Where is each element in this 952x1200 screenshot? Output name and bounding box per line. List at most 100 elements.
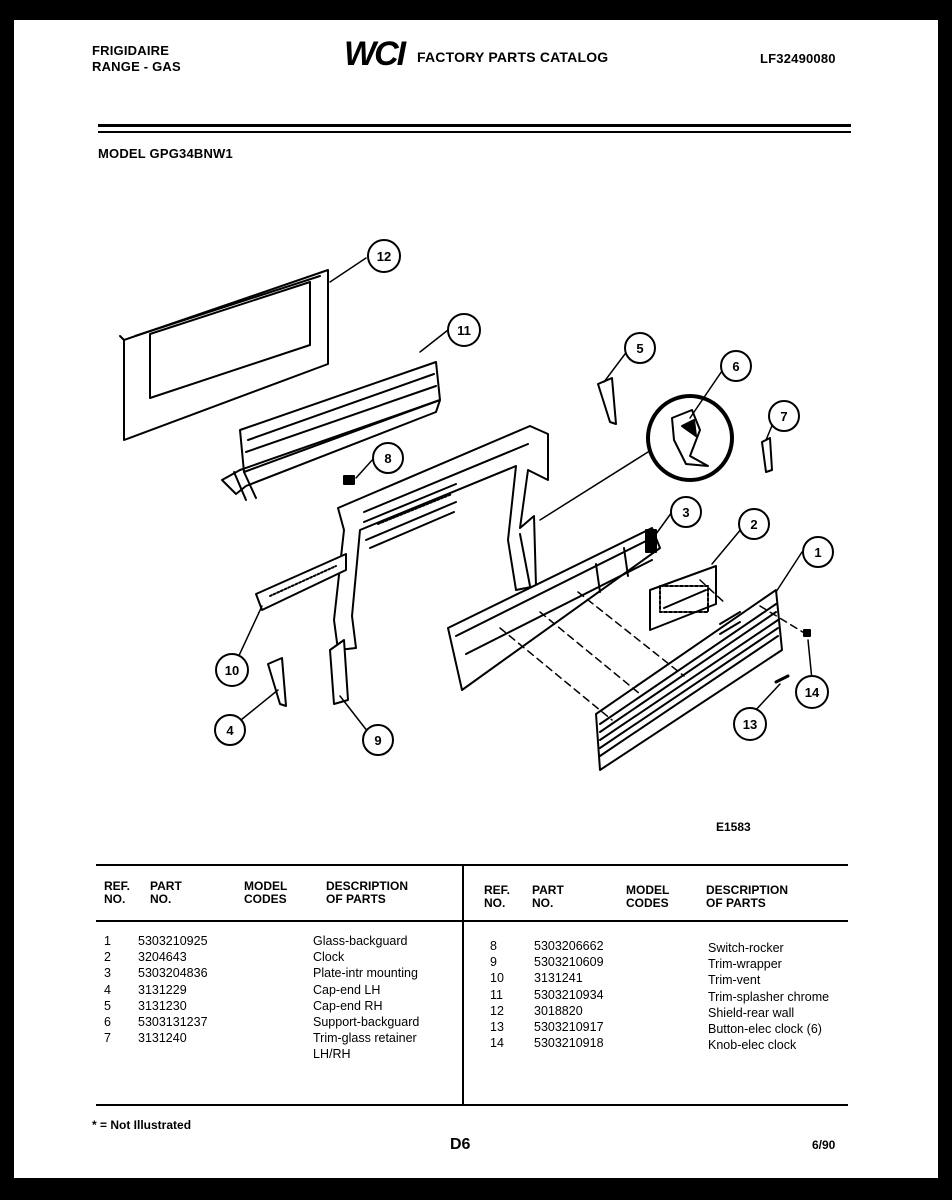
table-row-desc: Cap-end RH <box>313 998 383 1013</box>
callout-label-7: 7 <box>780 409 787 424</box>
callout-label-12: 12 <box>377 249 391 264</box>
page-number: D6 <box>450 1136 471 1153</box>
callout-label-9: 9 <box>374 733 381 748</box>
part-12-shield-rear-wall <box>119 269 329 441</box>
table-row-ref: 10 <box>490 971 504 986</box>
header-model-codes-left: MODEL CODES <box>244 879 288 906</box>
part-14-knob <box>803 629 811 637</box>
assembly-lines <box>499 579 807 721</box>
part-13-button <box>774 674 790 684</box>
part-2-clock <box>649 565 717 631</box>
callout-label-6: 6 <box>732 359 739 374</box>
table-row-part: 3204643 <box>138 950 187 965</box>
callout-11 <box>447 313 481 347</box>
part-8-switch-rocker <box>343 475 355 485</box>
table-row-desc: LH/RH <box>313 1047 351 1062</box>
header-description-left: DESCRIPTION OF PARTS <box>326 879 409 906</box>
part-3-plate-mounting <box>447 527 661 691</box>
table-row-part: 5303210925 <box>138 934 208 948</box>
leader-lines <box>235 257 813 733</box>
table-row-desc: Trim-splasher chrome <box>708 989 830 1004</box>
callout-10 <box>215 653 249 687</box>
table-row-ref: 7 <box>104 1031 111 1046</box>
callout-14 <box>795 675 829 709</box>
header-description-right: DESCRIPTION OF PARTS <box>706 883 789 910</box>
catalog-sheet <box>14 20 938 1178</box>
table-row-ref: 12 <box>490 1003 504 1018</box>
table-top-rule <box>96 864 848 866</box>
table-row-part: 3018820 <box>534 1003 583 1018</box>
left-part-column: 5303210925 3204643 5303204836 3131229 31… <box>138 933 208 1046</box>
table-row-part: 5303204836 <box>138 966 208 981</box>
wci-logo: WCI <box>344 35 406 73</box>
callout-9 <box>362 724 394 756</box>
part-9-trim-wrapper <box>329 639 349 705</box>
model-number: MODEL GPG34BNW1 <box>98 146 233 161</box>
left-ref-column: 1 2 3 4 5 6 7 <box>104 933 111 1046</box>
catalog-number: LF32490080 <box>760 51 836 66</box>
table-row-ref: 13 <box>490 1019 504 1034</box>
header-rule-top <box>98 124 851 127</box>
brand-name: FRIGIDAIRE <box>92 43 170 58</box>
table-row-desc: Trim-vent <box>708 973 761 988</box>
callout-label-4: 4 <box>226 723 234 738</box>
part-1-clock-panel <box>595 589 783 771</box>
catalog-title: FACTORY PARTS CATALOG <box>417 49 609 65</box>
callout-12 <box>367 239 401 273</box>
table-row-ref: 1 <box>104 934 111 948</box>
table-row-desc: Glass-backguard <box>313 934 408 948</box>
part-7-trim-glass-retainer <box>761 437 773 473</box>
table-bottom-rule <box>96 1104 848 1106</box>
header-rule-bottom <box>98 131 851 133</box>
table-header-rule <box>96 920 848 922</box>
part-4-cap-end-lh <box>267 657 287 707</box>
callout-3 <box>670 496 702 528</box>
table-row-desc: Button-elec clock (6) <box>708 1021 822 1036</box>
table-row-ref: 5 <box>104 998 111 1013</box>
header-part-no-right: PART NO. <box>532 883 564 910</box>
table-row-desc: Clock <box>313 950 345 965</box>
table-row-ref: 11 <box>490 987 503 1002</box>
right-description-column: Switch-rocker Trim-wrapper Trim-vent Tri… <box>708 940 829 1053</box>
table-row-part: 5303210917 <box>534 1019 604 1034</box>
table-row-desc: Cap-end LH <box>313 982 381 997</box>
table-row-desc: Plate-intr mounting <box>313 966 418 981</box>
part-5-cap-end-rh <box>597 377 617 425</box>
table-row-part: 3131229 <box>138 982 187 997</box>
callout-label-10: 10 <box>225 663 239 678</box>
catalog-date: 6/90 <box>812 1138 836 1152</box>
table-row-part: 5303210609 <box>534 955 604 970</box>
table-row-part: 3131240 <box>138 1031 187 1046</box>
table-row-part: 5303131237 <box>138 1014 208 1029</box>
table-row-ref: 2 <box>104 950 111 965</box>
table-row-part: 3131230 <box>138 998 187 1013</box>
part-10-trim-vent <box>255 553 347 611</box>
callout-label-14: 14 <box>805 685 820 700</box>
table-row-desc: Shield-rear wall <box>708 1005 795 1020</box>
callout-6 <box>720 350 752 382</box>
callout-label-8: 8 <box>384 451 391 466</box>
header-part-no-left: PART NO. <box>150 879 182 906</box>
table-row-desc: Switch-rocker <box>708 941 784 955</box>
table-row-part: 5303210934 <box>534 987 604 1002</box>
table-row-desc: Trim-glass retainer <box>313 1031 417 1046</box>
right-part-column: 5303206662 5303210609 3131241 5303210934… <box>534 938 604 1051</box>
part-6-detail-circle <box>539 394 734 521</box>
table-row-ref: 3 <box>104 966 111 981</box>
header-ref-no-left: REF. NO. <box>104 879 131 906</box>
table-row-part: 5303210918 <box>534 1036 604 1051</box>
callout-label-3: 3 <box>682 505 689 520</box>
callout-4 <box>214 714 246 746</box>
table-row-ref: 9 <box>490 955 497 970</box>
part-11-trim-splasher <box>221 361 441 501</box>
right-ref-column: 8 9 10 11 12 13 14 <box>490 938 504 1051</box>
table-row-ref: 4 <box>104 982 111 997</box>
table-row-desc: Trim-wrapper <box>708 957 782 972</box>
callout-label-13: 13 <box>743 717 757 732</box>
product-line: RANGE - GAS <box>92 59 181 74</box>
left-description-column: Glass-backguard Clock Plate-intr mountin… <box>313 933 419 1063</box>
table-divider <box>462 866 464 1104</box>
callout-label-1: 1 <box>814 545 821 560</box>
